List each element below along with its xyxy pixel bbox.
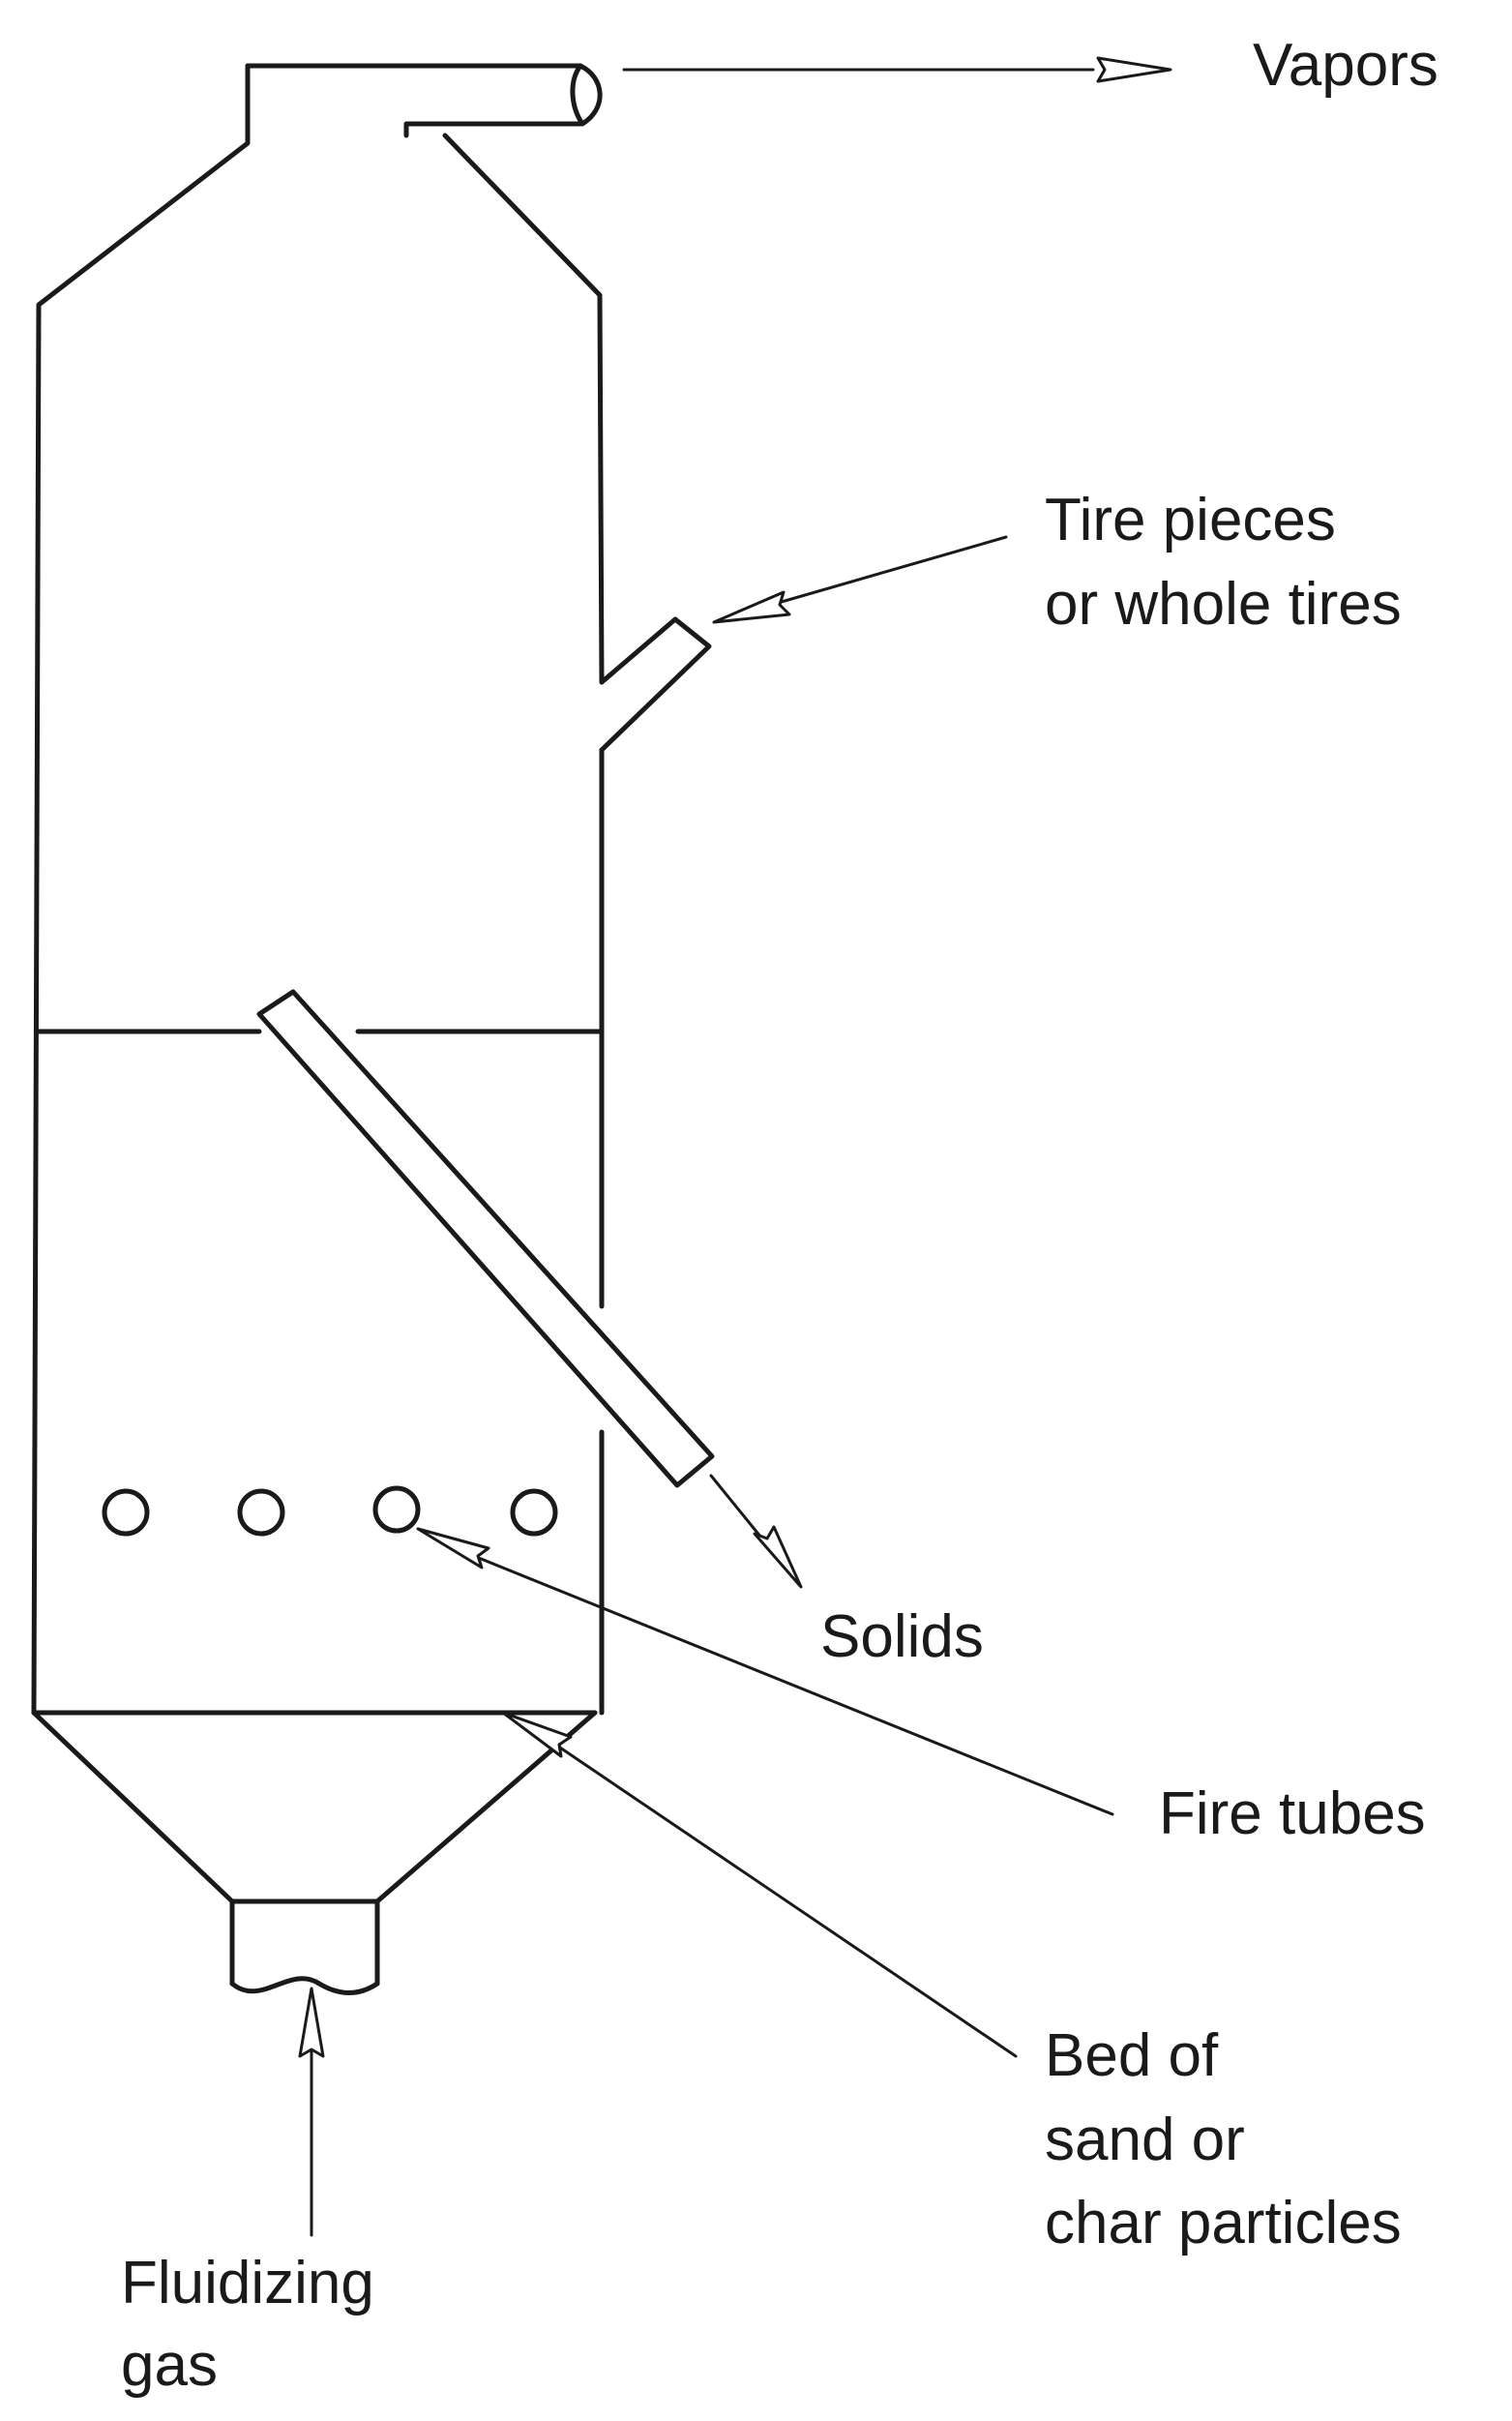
solids-arrow — [709, 1474, 803, 1589]
bed-pointer — [501, 1711, 1018, 2058]
fire-tube — [237, 1488, 285, 1537]
bed-label-line-3: char particles — [1045, 2190, 1402, 2257]
conical-bottom — [31, 1710, 598, 1995]
gas-inlet-pipe — [229, 1898, 380, 1987]
tire-feed-arrow — [712, 535, 1008, 624]
gas-inlet-break-curve — [229, 1976, 380, 1995]
tire-feed-chute — [599, 616, 712, 753]
solids-discharge-tube — [256, 989, 715, 1488]
tire-feed-label-line-2: or whole tires — [1045, 571, 1402, 638]
fire-tube — [510, 1488, 558, 1537]
bed-label-line-1: Bed of — [1045, 2022, 1219, 2089]
fire-tube — [102, 1488, 150, 1537]
fire-tubes-pointer — [416, 1527, 1114, 1816]
vapors-label: Vapors — [1253, 32, 1438, 99]
vapor-outlet-break-curve — [570, 63, 603, 127]
fluidizing-gas-arrow — [298, 1987, 325, 2237]
solids-label: Solids — [820, 1603, 984, 1670]
vapor-outlet-bottom-wall — [403, 121, 585, 138]
tire-feed-label-line-1: Tire pieces — [1045, 487, 1336, 553]
vessel-left-wall — [31, 63, 251, 1716]
bed-label: Bed of sand or char particles — [1045, 2022, 1402, 2257]
fluidizing-gas-label-line-1: Fluidizing — [121, 2250, 374, 2316]
fire-tubes — [102, 1485, 558, 1537]
reactor-vessel — [31, 63, 605, 1716]
vapors-arrow — [622, 56, 1172, 83]
fire-tubes-label: Fire tubes — [1159, 1780, 1426, 1847]
fire-tube — [372, 1485, 421, 1534]
fluidizing-gas-label: Fluidizing gas — [121, 2250, 374, 2399]
fluidizing-gas-label-line-2: gas — [121, 2332, 218, 2399]
tire-feed-label: Tire pieces or whole tires — [1045, 487, 1402, 638]
bed-label-line-2: sand or — [1045, 2107, 1245, 2173]
vessel-right-wall-upper — [442, 133, 605, 685]
